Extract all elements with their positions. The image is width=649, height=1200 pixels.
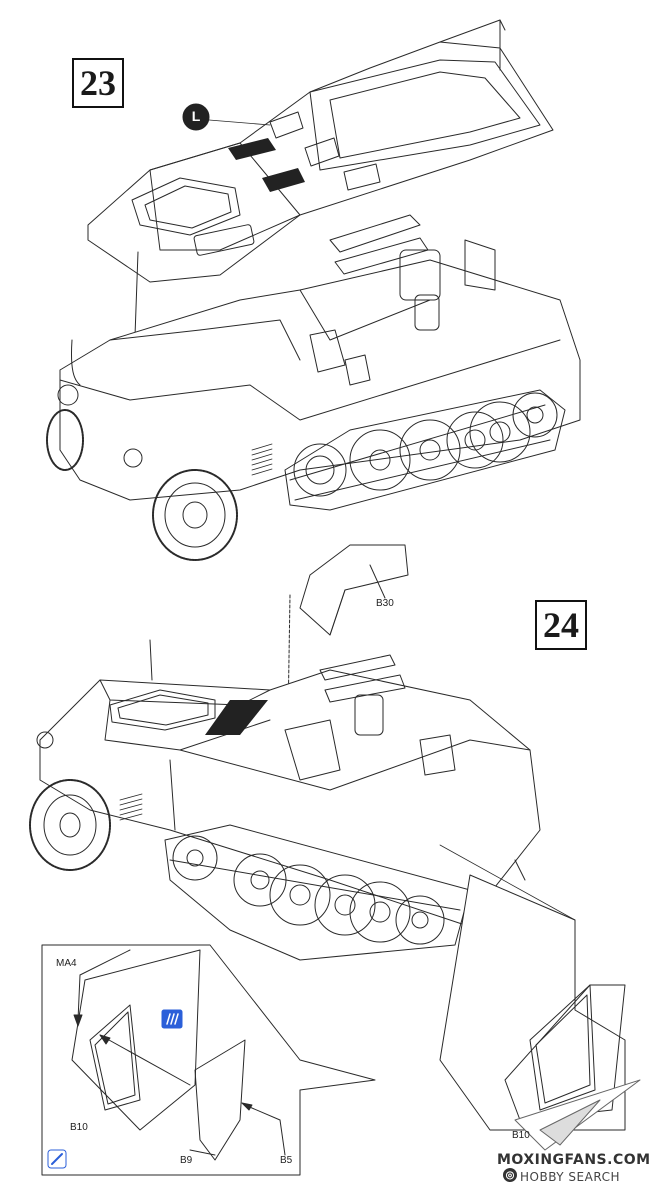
callout-marker-l	[182, 103, 210, 131]
watermark-badge-icon: ◎	[503, 1168, 517, 1182]
part-label-b9: B9	[180, 1155, 193, 1166]
callout-label-l: L	[191, 108, 201, 124]
step-number-23: 23	[72, 58, 124, 108]
front-wheel-24	[29, 779, 111, 871]
watermark-brand: HOBBY SEARCH	[520, 1170, 620, 1184]
front-wheel-23	[46, 409, 238, 561]
watermark-logo	[514, 1079, 641, 1151]
step-23-drawing	[46, 19, 581, 561]
part-label-ma4: MA4	[56, 958, 77, 969]
part-label-b10-left: B10	[70, 1122, 88, 1133]
upper-hull-part-l	[87, 19, 554, 283]
step-24-drawing	[29, 544, 541, 961]
part-label-b5: B5	[280, 1155, 293, 1166]
part-label-b10-right: B10	[512, 1130, 530, 1141]
step-number-24: 24	[535, 600, 587, 650]
lower-hull-23	[46, 214, 581, 561]
part-b30	[299, 544, 409, 636]
part-label-b30: B30	[376, 598, 394, 609]
detail-callout-left	[41, 944, 376, 1176]
road-wheels-23	[293, 392, 558, 497]
detail-callout-right	[439, 874, 626, 1131]
watermark-site: MOXINGFANS.COM	[497, 1152, 649, 1168]
road-wheels-24	[172, 835, 445, 945]
hull-24	[29, 639, 541, 961]
